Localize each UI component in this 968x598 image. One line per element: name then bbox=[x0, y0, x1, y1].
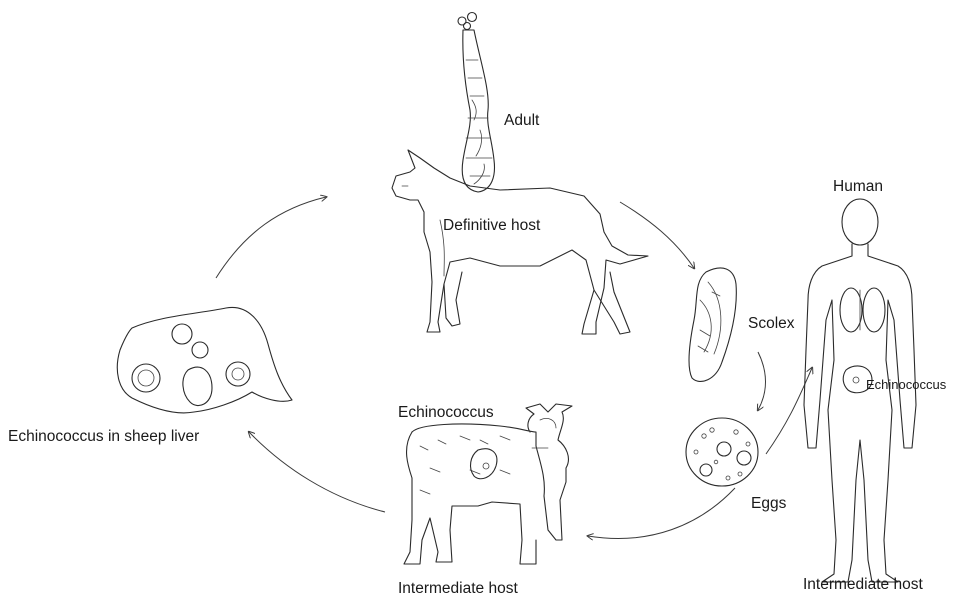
arrow-dog-to-scolex bbox=[620, 202, 694, 268]
arrow-eggs-to-sheep bbox=[588, 488, 735, 538]
sheep-liver-label: Echinococcus in sheep liver bbox=[8, 428, 199, 446]
egg-cluster-icon bbox=[686, 418, 758, 486]
liver-icon bbox=[117, 307, 292, 412]
definitive-host-label: Definitive host bbox=[443, 217, 540, 235]
adult-label: Adult bbox=[504, 112, 539, 130]
tapeworm-icon bbox=[458, 13, 494, 193]
intermediate-host-sheep-label: Intermediate host bbox=[398, 580, 518, 598]
human-label: Human bbox=[833, 178, 883, 196]
echinococcus-sheep-label: Echinococcus bbox=[398, 404, 494, 422]
dog-icon bbox=[392, 150, 648, 334]
arrow-sheep-to-liver bbox=[249, 432, 385, 512]
scolex-icon bbox=[689, 268, 736, 381]
scolex-label: Scolex bbox=[748, 315, 795, 333]
echinococcus-human-label: Echinococcus bbox=[866, 376, 946, 394]
arrow-scolex-to-eggs bbox=[758, 352, 766, 410]
sheep-icon bbox=[404, 404, 572, 564]
intermediate-host-human-label: Intermediate host bbox=[803, 576, 923, 594]
eggs-label: Eggs bbox=[751, 495, 786, 513]
arrow-liver-to-dog bbox=[216, 197, 326, 278]
